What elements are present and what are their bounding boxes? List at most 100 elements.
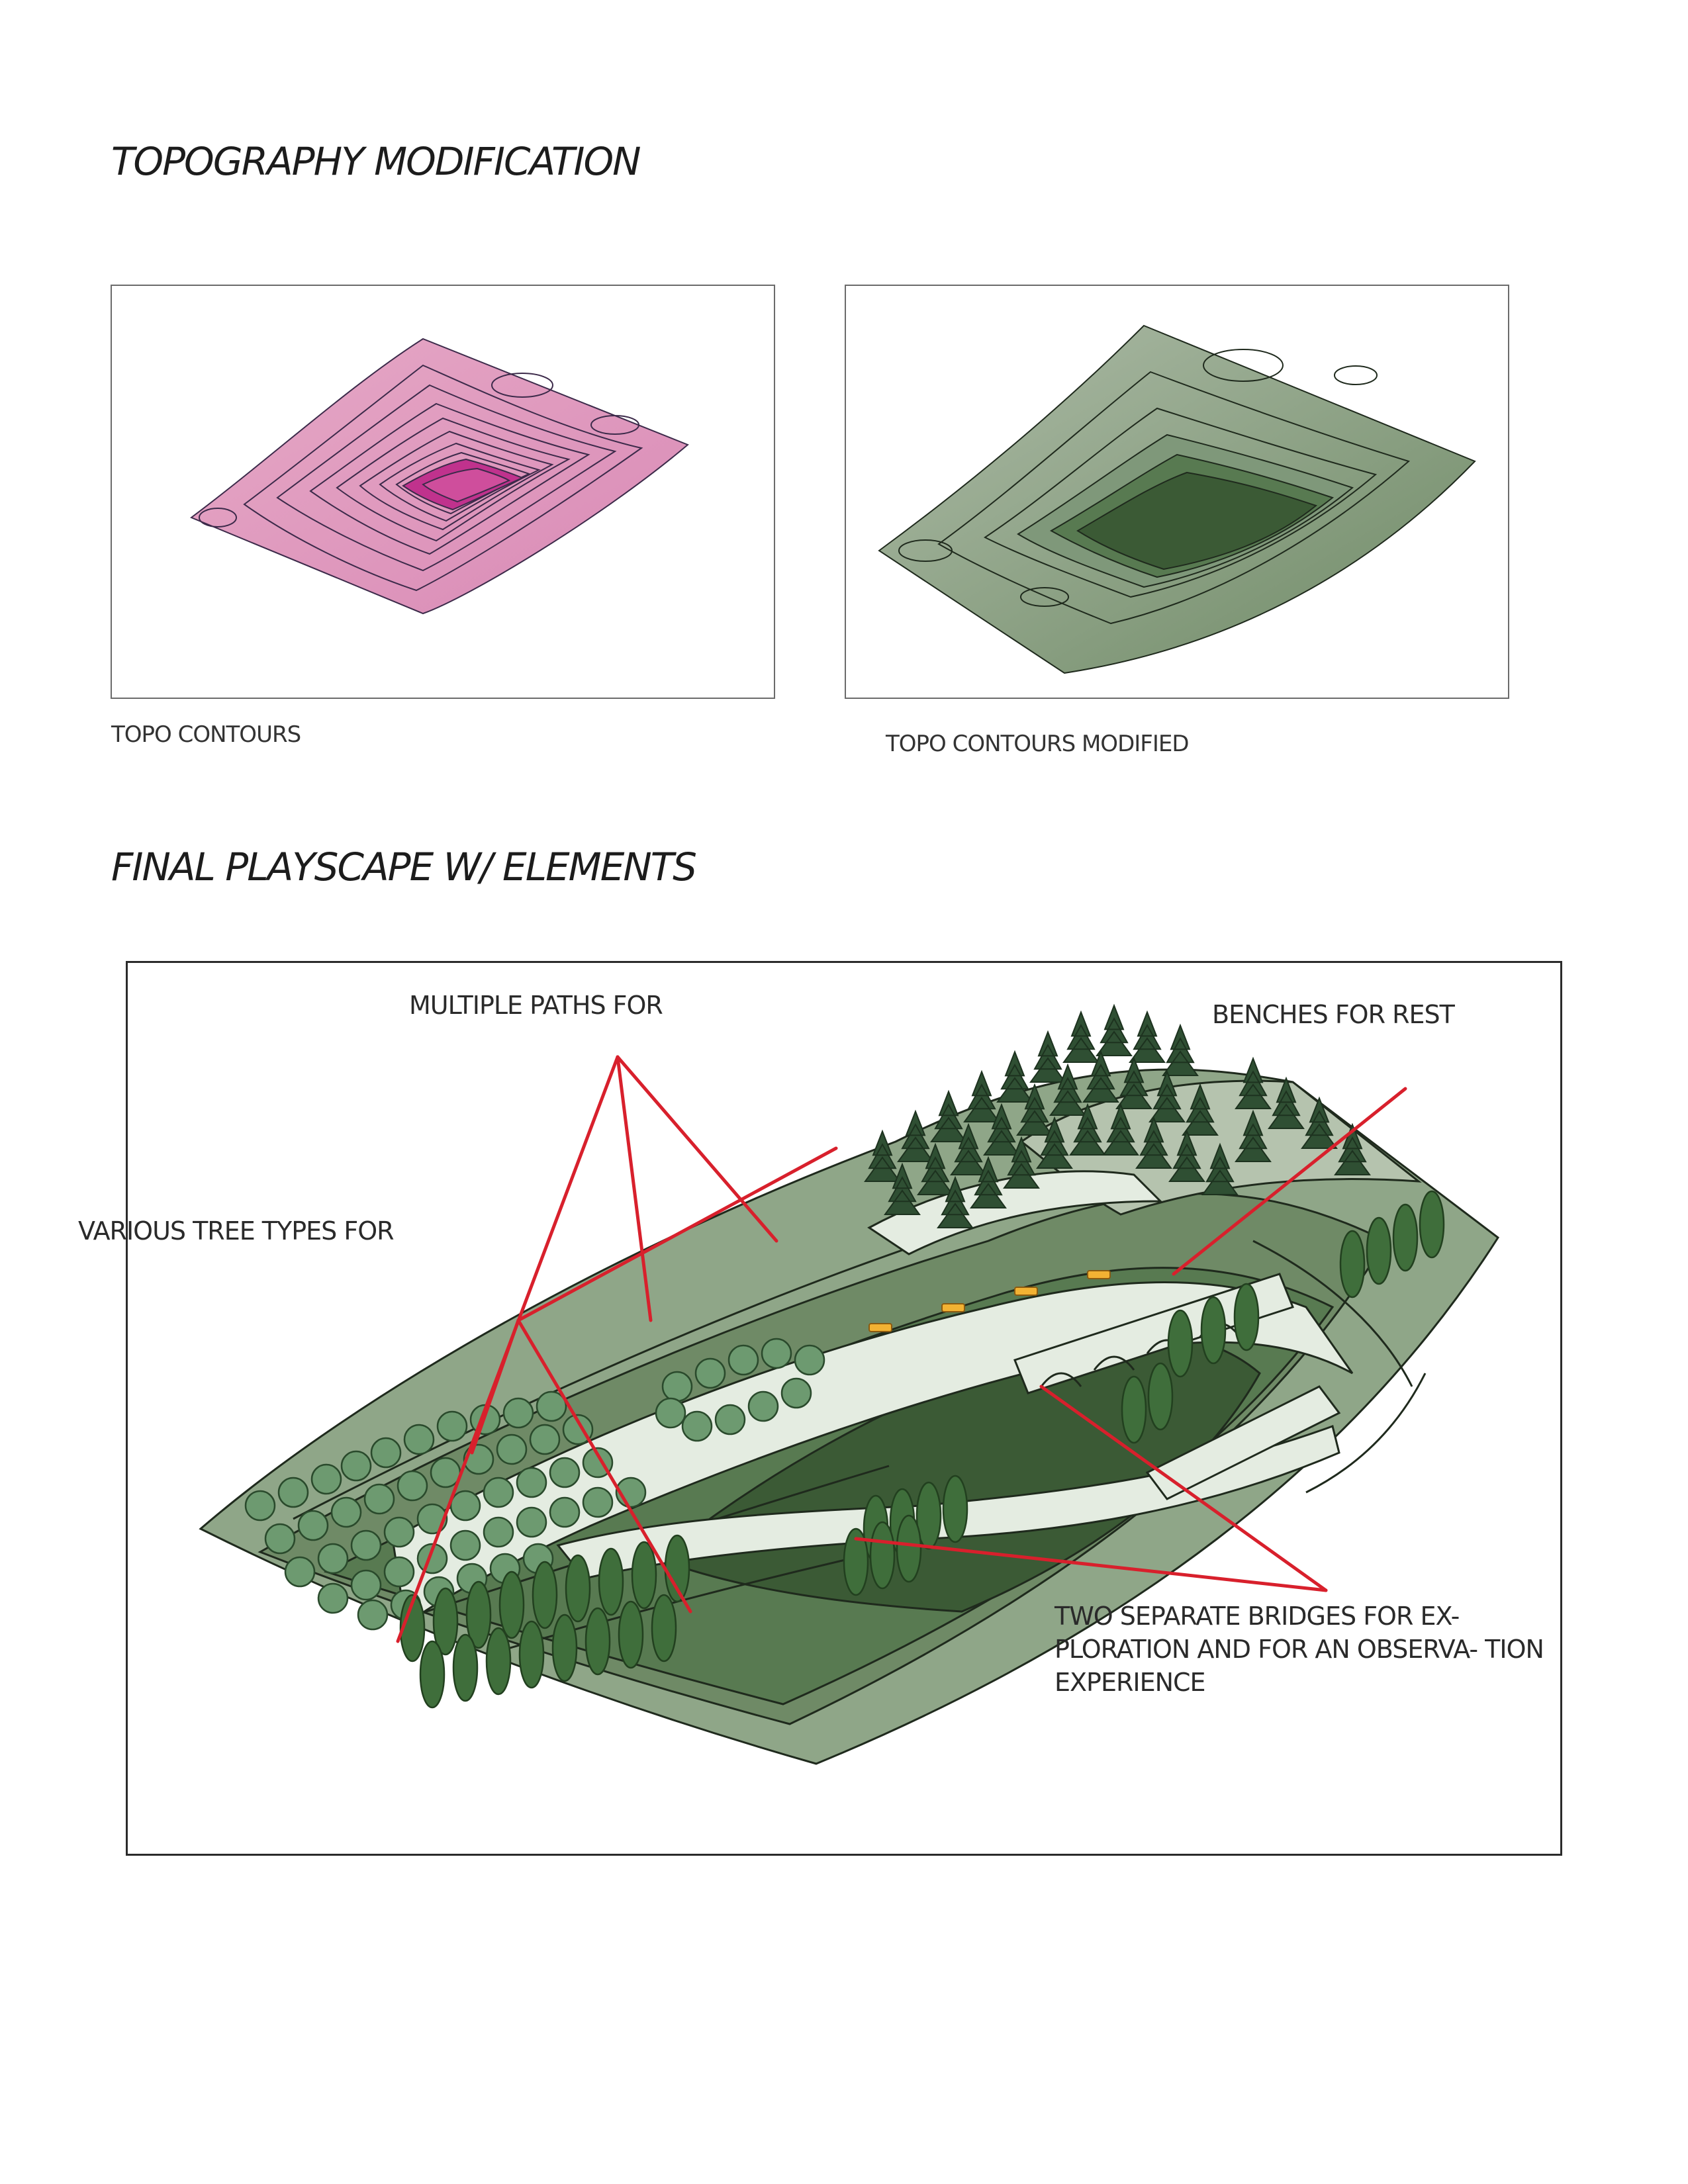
round-tree: [661, 1371, 693, 1402]
column-tree: [485, 1627, 512, 1696]
column-tree: [465, 1580, 492, 1649]
round-tree: [516, 1467, 547, 1498]
conifer-tree: [1096, 1003, 1133, 1056]
conifer-tree: [1115, 1056, 1152, 1109]
conifer-tree: [1102, 1103, 1139, 1156]
column-tree: [631, 1541, 657, 1610]
round-tree: [747, 1390, 779, 1422]
conifer-tree: [1168, 1129, 1205, 1182]
conifer-tree: [1036, 1116, 1073, 1169]
conifer-tree: [1301, 1096, 1338, 1149]
column-tree: [432, 1587, 459, 1656]
round-tree: [496, 1433, 528, 1465]
annotation-tree-types: VARIOUS TREE TYPES FOR: [78, 1216, 395, 1246]
annotation-bridges: TWO SEPARATE BRIDGES FOR EX- PLORATION A…: [1055, 1602, 1544, 1698]
round-tree: [264, 1523, 296, 1555]
depression-modified: [1076, 471, 1318, 570]
round-tree: [436, 1410, 468, 1442]
round-tree: [655, 1397, 686, 1429]
round-tree: [794, 1344, 825, 1376]
round-tree: [780, 1377, 812, 1409]
round-tree: [310, 1463, 342, 1495]
column-tree: [585, 1607, 611, 1676]
column-tree: [565, 1554, 591, 1623]
column-tree: [618, 1600, 644, 1669]
conifer-tree: [1268, 1076, 1305, 1129]
conifer-tree: [1129, 1010, 1166, 1063]
round-tree: [340, 1450, 372, 1482]
round-tree: [297, 1510, 329, 1541]
round-tree: [403, 1424, 435, 1455]
topo-contours-panel: [111, 285, 775, 699]
round-tree: [350, 1529, 382, 1561]
conifer-tree: [1235, 1109, 1272, 1162]
conifer-tree: [917, 1142, 954, 1195]
round-tree: [383, 1556, 415, 1588]
round-tree: [449, 1529, 481, 1561]
conifer-trees: [864, 1003, 1371, 1228]
lower-path: [556, 1425, 1340, 1580]
conifer-tree: [950, 1122, 987, 1175]
round-tree: [502, 1397, 534, 1429]
round-tree: [483, 1477, 514, 1508]
column-tree: [498, 1570, 525, 1639]
round-tree: [516, 1506, 547, 1538]
column-tree: [1121, 1375, 1147, 1444]
round-tree: [277, 1477, 309, 1508]
topo-modified-panel: [845, 285, 1509, 699]
round-tree: [529, 1424, 561, 1455]
playscape-illustration: [199, 1003, 1500, 1765]
round-tree: [694, 1357, 726, 1389]
section-title-playscape: FINAL PLAYSCAPE W/ ELEMENTS: [111, 844, 697, 889]
conifer-tree: [884, 1162, 921, 1215]
round-tree: [536, 1390, 567, 1422]
topo-contours-map: [189, 338, 689, 615]
caption-topo-modified: TOPO CONTOURS MODIFIED: [886, 731, 1190, 757]
conifer-tree: [996, 1050, 1033, 1103]
conifer-tree: [983, 1103, 1020, 1156]
round-tree: [761, 1338, 792, 1369]
round-tree: [562, 1414, 594, 1445]
topo-modified-map: [878, 324, 1476, 674]
conifer-tree: [1082, 1050, 1119, 1103]
column-tree: [1366, 1216, 1392, 1285]
column-tree: [896, 1514, 922, 1583]
column-tree: [1233, 1283, 1260, 1351]
round-tree: [430, 1457, 461, 1488]
round-tree: [363, 1483, 395, 1515]
round-tree: [330, 1496, 362, 1528]
column-tree: [598, 1547, 624, 1616]
conifer-tree: [1235, 1056, 1272, 1109]
conifer-tree: [963, 1069, 1000, 1122]
conifer-tree: [1182, 1083, 1219, 1136]
column-tree: [452, 1633, 479, 1702]
round-tree: [244, 1490, 276, 1522]
round-tree: [350, 1569, 382, 1601]
conifer-tree: [1029, 1030, 1066, 1083]
conifer-tree: [1149, 1069, 1186, 1122]
section-title-topography: TOPOGRAPHY MODIFICATION: [111, 139, 641, 184]
column-tree: [1392, 1203, 1419, 1272]
annotation-multiple-paths: MULTIPLE PATHS FOR: [409, 991, 663, 1020]
column-tree: [915, 1481, 942, 1550]
conifer-tree: [1069, 1103, 1106, 1156]
column-tree: [419, 1640, 445, 1709]
column-tree: [942, 1475, 968, 1543]
benches: [868, 1270, 1111, 1332]
column-tree: [1419, 1190, 1445, 1259]
conifer-tree: [1162, 1023, 1199, 1076]
round-tree: [284, 1556, 316, 1588]
playscape-panel: MULTIPLE PATHS FOR BENCHES FOR REST TWO …: [126, 961, 1562, 1856]
column-tree: [1167, 1309, 1194, 1378]
column-tree: [1200, 1296, 1227, 1365]
round-tree: [549, 1457, 581, 1488]
round-tree: [681, 1410, 713, 1442]
conifer-tree: [1062, 1010, 1100, 1063]
round-tree: [370, 1437, 402, 1469]
column-tree: [1147, 1362, 1174, 1431]
column-tree: [843, 1527, 869, 1596]
round-tree: [449, 1490, 481, 1522]
round-tree: [317, 1582, 349, 1614]
conifer-tree: [864, 1129, 901, 1182]
column-trees: [399, 1190, 1445, 1709]
